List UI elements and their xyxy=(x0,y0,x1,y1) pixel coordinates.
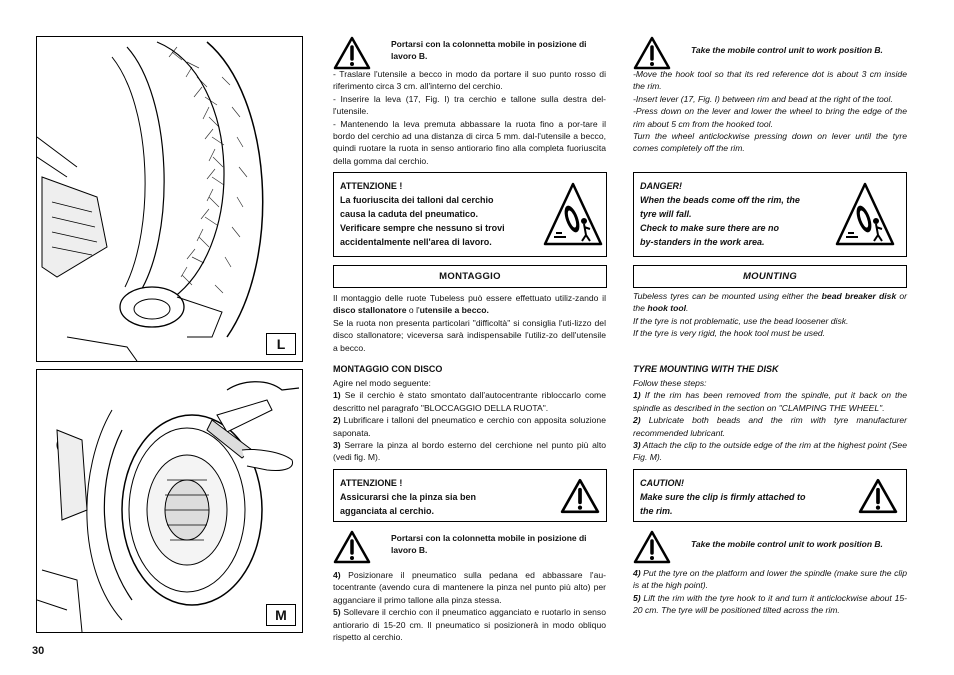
en-warning-position-2: Take the mobile control unit to work pos… xyxy=(633,530,907,564)
it-warning-text-2: Portarsi con la colonnetta mobile in pos… xyxy=(391,533,587,555)
it-step-move-tool: - Traslare l'utensile a becco in modo da… xyxy=(333,69,606,92)
it-step-5: 5) Sollevare il cerchio con il pneumatic… xyxy=(333,607,606,643)
en-mount-intro: Tubeless tyres can be mounted using eith… xyxy=(633,291,907,339)
it-step-lower-wheel: - Mantenendo la leva premuta abbassare l… xyxy=(333,118,606,166)
it-disk-term: disco stallonatore xyxy=(333,305,407,316)
it-step-2: 2) Lubrificare i talloni del pneumatico … xyxy=(333,415,606,438)
en-warning-position: Take the mobile control unit to work pos… xyxy=(633,36,907,70)
warning-icon xyxy=(560,478,600,514)
it-step-4: 4) Posizionare il pneumatico sulla pedan… xyxy=(333,570,606,605)
it-mount-intro: Il montaggio delle ruote Tubeless può es… xyxy=(333,293,606,353)
page-number: 30 xyxy=(32,645,45,657)
en-steps-mounting: Follow these steps: 1) If the rim has be… xyxy=(633,378,907,463)
it-section-montaggio: MONTAGGIO xyxy=(333,265,607,288)
figure-l-label: L xyxy=(266,333,296,355)
it-attention-box: ATTENZIONE ! La fuoriuscita dei talloni … xyxy=(333,172,607,257)
it-steps-mounting: Agire nel modo seguente: 1) Se il cerchi… xyxy=(333,378,606,463)
figure-l-illustration xyxy=(37,41,264,361)
warning-icon xyxy=(333,530,371,564)
en-warning-text: Take the mobile control unit to work pos… xyxy=(691,45,883,55)
en-step-4: 4) Put the tyre on the platform and lowe… xyxy=(633,568,907,591)
en-steps-removal: -Move the hook tool so that its red refe… xyxy=(633,68,907,155)
en-step-turn-wheel: Turn the wheel anticlockwise pressing do… xyxy=(633,131,907,154)
en-warning-text-2: Take the mobile control unit to work pos… xyxy=(691,539,883,549)
it-attention-line: Verificare sempre che nessuno si trovi xyxy=(340,223,505,233)
en-step-5: 5) Lift the rim with the tyre hook to it… xyxy=(633,592,907,616)
figure-m-label: M xyxy=(266,604,296,626)
warning-icon xyxy=(333,36,371,70)
en-caution-box: CAUTION! Make sure the clip is firmly at… xyxy=(633,469,907,522)
figure-l: L xyxy=(36,36,303,362)
it-attention-line: La fuoriuscita dei talloni dal cerchio xyxy=(340,195,494,205)
figure-m-illustration xyxy=(37,381,300,632)
falling-tyre-warning-icon xyxy=(543,182,603,246)
it-attention-line: causa la caduta del pneumatico. xyxy=(340,209,479,219)
warning-icon xyxy=(633,36,671,70)
en-step-lower-wheel: -Press down on the lever and lower the w… xyxy=(633,106,907,129)
en-hook-term: hook tool xyxy=(647,303,687,314)
warning-icon xyxy=(633,530,671,564)
it-attention-clip-title: ATTENZIONE ! xyxy=(340,478,403,488)
en-step-1: 1) If the rim has been removed from the … xyxy=(633,390,907,413)
en-subheading-disk: TYRE MOUNTING WITH THE DISK xyxy=(633,364,779,374)
it-steps-final: 4) Posizionare il pneumatico sulla pedan… xyxy=(333,569,606,643)
it-step-1: 1) Se il cerchio è stato smontato dall'a… xyxy=(333,390,606,413)
en-danger-title: DANGER! xyxy=(640,181,682,191)
it-attention-line: accidentalmente nell'area di lavoro. xyxy=(340,237,492,247)
it-warning-position-2: Portarsi con la colonnetta mobile in pos… xyxy=(333,530,607,564)
en-step-move-tool: -Move the hook tool so that its red refe… xyxy=(633,69,907,92)
it-warning-position: Portarsi con la colonnetta mobile in pos… xyxy=(333,36,607,70)
it-steps-removal: - Traslare l'utensile a becco in modo da… xyxy=(333,68,606,167)
it-hook-term: utensile a becco. xyxy=(419,305,489,316)
en-section-mounting: MOUNTING xyxy=(633,265,907,288)
it-warning-text: Portarsi con la colonnetta mobile in pos… xyxy=(391,39,587,61)
warning-icon xyxy=(858,478,898,514)
en-danger-box: DANGER! When the beads come off the rim,… xyxy=(633,172,907,257)
en-disk-term: bead breaker disk xyxy=(821,291,897,301)
it-subheading-disk: MONTAGGIO CON DISCO xyxy=(333,364,443,374)
it-step-insert-lever: - Inserire la leva (17, Fig. I) tra cerc… xyxy=(333,93,606,117)
en-caution-title: CAUTION! xyxy=(640,478,684,488)
en-step-2: 2) Lubricate both beads and the rim with… xyxy=(633,415,907,438)
falling-tyre-warning-icon xyxy=(835,182,895,246)
en-step-3: 3) Attach the clip to the outside edge o… xyxy=(633,440,907,463)
it-attention-clip-box: ATTENZIONE ! Assicurarsi che la pinza si… xyxy=(333,469,607,522)
it-step-3: 3) Serrare la pinza al bordo esterno del… xyxy=(333,440,606,463)
figure-m: M xyxy=(36,369,303,633)
en-steps-final: 4) Put the tyre on the platform and lowe… xyxy=(633,567,907,617)
it-attention-title: ATTENZIONE ! xyxy=(340,181,403,191)
en-step-insert-lever: -Insert lever (17, Fig. I) between rim a… xyxy=(633,93,893,104)
